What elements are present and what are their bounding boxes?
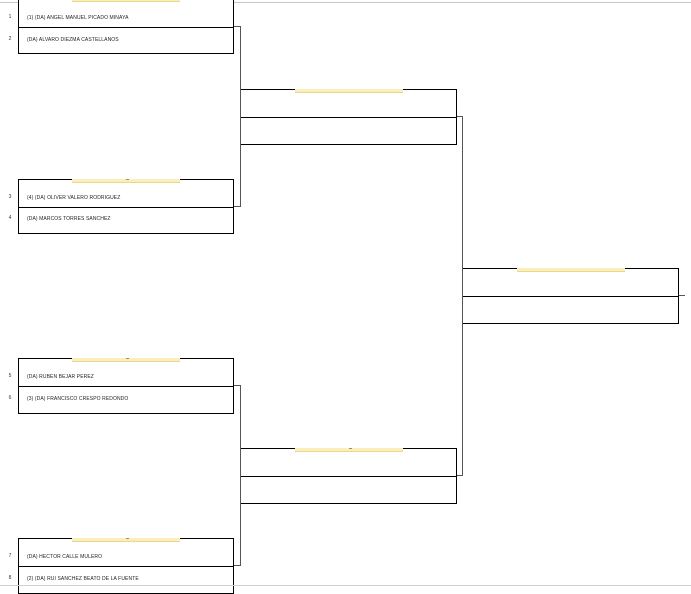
match-header bbox=[516, 268, 625, 272]
seed-number: 3 bbox=[8, 194, 12, 200]
match-header bbox=[294, 89, 403, 93]
connector-line bbox=[234, 206, 241, 207]
semifinal-match-1 bbox=[240, 89, 457, 145]
player-divider bbox=[463, 296, 678, 297]
player-name[interactable]: (DA) ALVARO DIEZMA CASTELLANOS bbox=[27, 37, 119, 43]
player-divider bbox=[241, 117, 456, 118]
player-name[interactable]: (DA) RUBEN BEJAR PEREZ bbox=[27, 374, 94, 380]
player-divider bbox=[241, 476, 456, 477]
match-header bbox=[72, 0, 180, 2]
match-header bbox=[72, 538, 180, 542]
seed-number: 2 bbox=[8, 36, 12, 42]
player-divider bbox=[19, 386, 233, 387]
match-header bbox=[72, 358, 180, 362]
player-name[interactable]: (DA) MARCOS TORRES SANCHEZ bbox=[27, 216, 111, 222]
round1-match-2 bbox=[18, 179, 234, 234]
player-divider bbox=[19, 566, 233, 567]
player-divider bbox=[19, 207, 233, 208]
seed-number: 5 bbox=[8, 373, 12, 379]
player-name[interactable]: (3) (DA) FRANCISCO CRESPO REDONDO bbox=[27, 396, 129, 402]
connector-line bbox=[679, 295, 685, 296]
player-name[interactable]: (2) (DA) RUI SANCHEZ BEATO DE LA FUENTE bbox=[27, 576, 139, 582]
round1-match-1 bbox=[18, 0, 234, 54]
top-border bbox=[0, 2, 691, 3]
connector-line bbox=[234, 385, 241, 386]
connector-line bbox=[457, 475, 463, 476]
seed-number: 8 bbox=[8, 575, 12, 581]
connector-line bbox=[462, 116, 463, 476]
round1-match-3 bbox=[18, 358, 234, 414]
player-divider bbox=[19, 27, 233, 28]
seed-number: 7 bbox=[8, 553, 12, 559]
player-name[interactable]: (1) (DA) ANGEL MANUEL PICADO MINAYA bbox=[27, 15, 129, 21]
seed-number: 6 bbox=[8, 395, 12, 401]
seed-number: 4 bbox=[8, 215, 12, 221]
connector-line bbox=[234, 26, 241, 27]
connector-line bbox=[240, 385, 241, 566]
bottom-border bbox=[0, 585, 691, 586]
match-header bbox=[72, 179, 180, 183]
player-name[interactable]: (DA) HECTOR CALLE MULERO bbox=[27, 554, 103, 560]
final-match bbox=[462, 268, 679, 324]
seed-number: 1 bbox=[8, 14, 12, 20]
player-name[interactable]: (4) (DA) OLIVER VALERO RODRIGUEZ bbox=[27, 195, 121, 201]
connector-line bbox=[234, 565, 241, 566]
semifinal-match-2 bbox=[240, 448, 457, 504]
match-header bbox=[294, 448, 403, 452]
connector-line bbox=[240, 26, 241, 207]
connector-line bbox=[457, 116, 463, 117]
round1-match-4 bbox=[18, 538, 234, 594]
